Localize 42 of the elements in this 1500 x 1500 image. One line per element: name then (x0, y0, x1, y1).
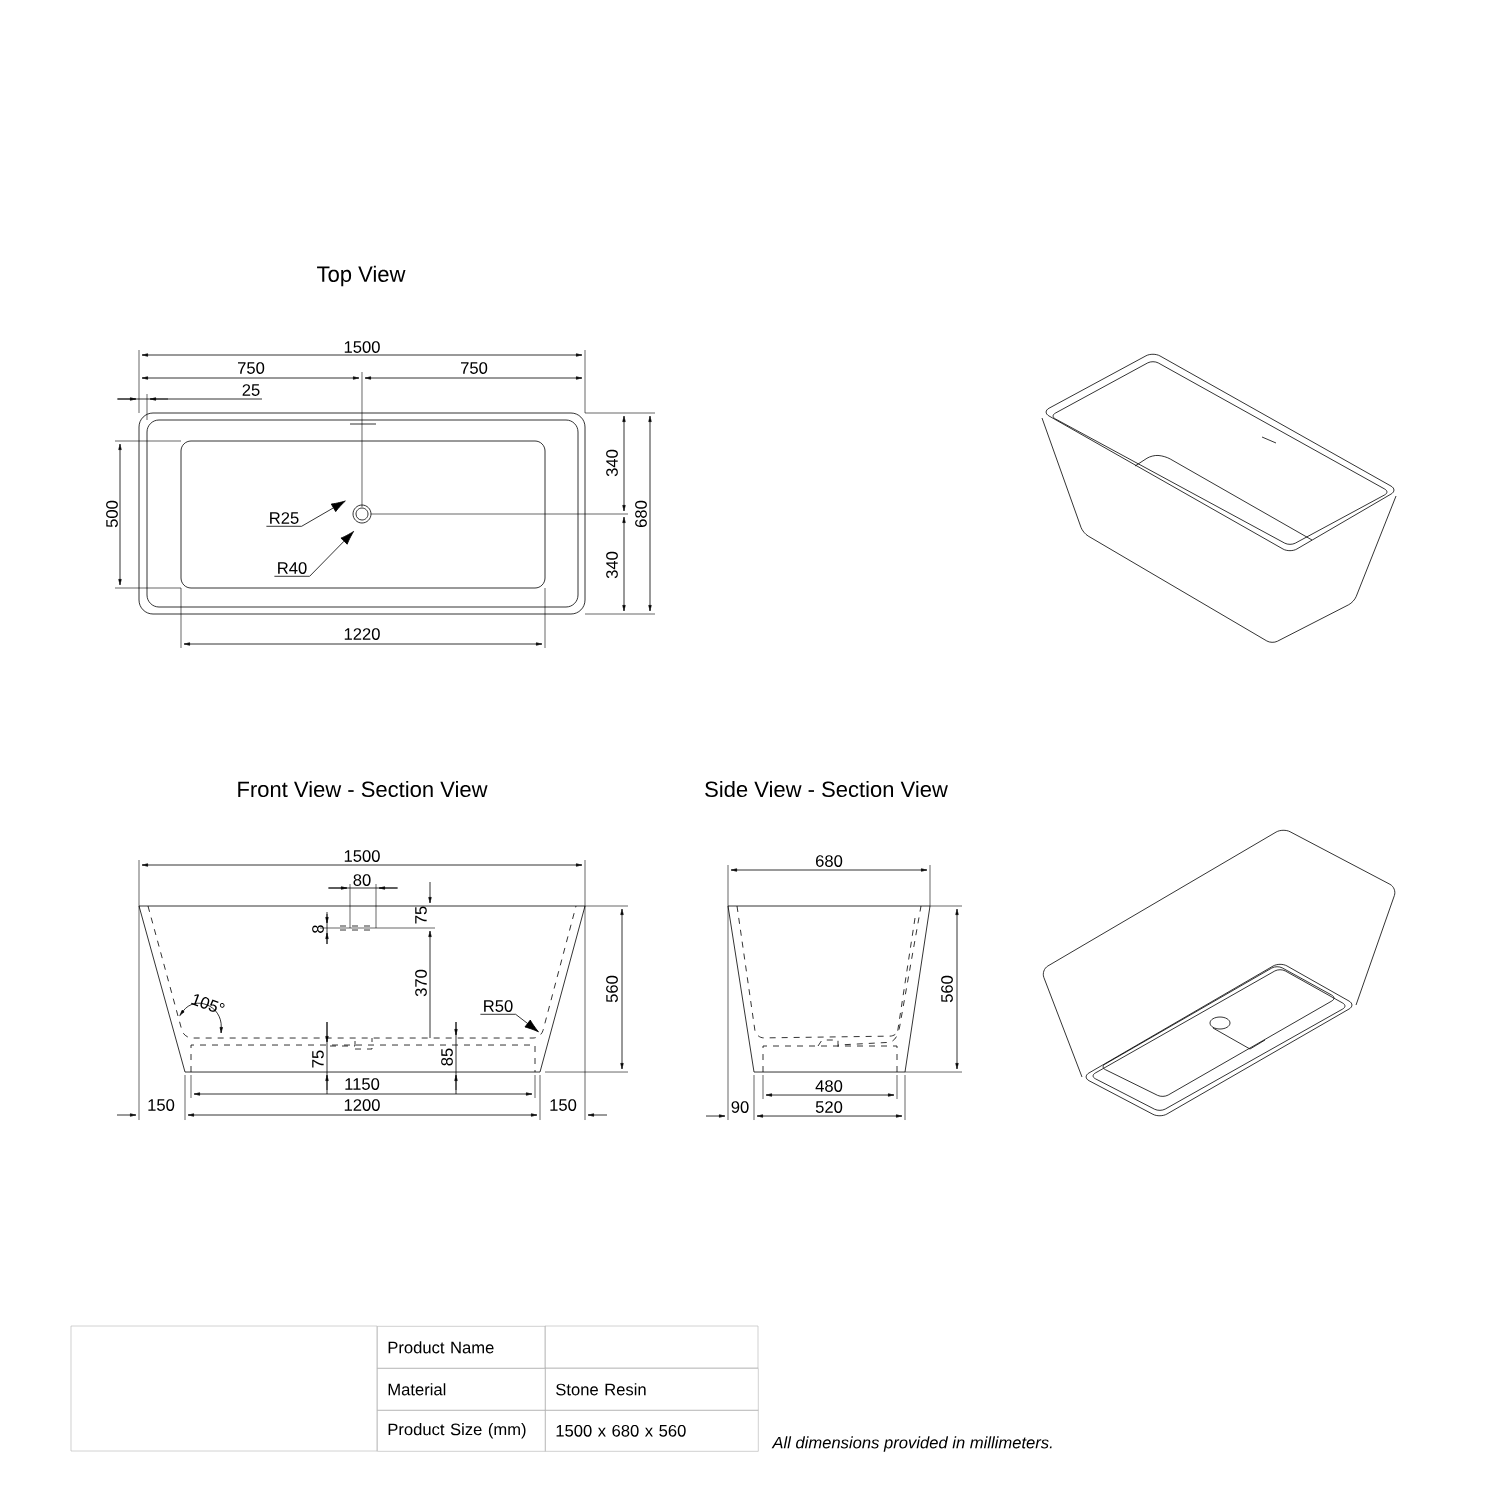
dimension-label: 1500 (344, 341, 380, 353)
table-cell: Stone Resin (545, 1368, 759, 1411)
radius-label: R40 (278, 562, 307, 574)
leader-line (274, 531, 355, 577)
dimension-label: 1200 (344, 1099, 380, 1111)
dimension-label: 25 (242, 384, 260, 396)
dimension-label: 520 (815, 1101, 843, 1113)
dimension-label: 1220 (344, 628, 380, 640)
view-title: Top View (317, 265, 406, 287)
dimension-label: 85 (441, 1048, 453, 1066)
dimension-label: 750 (461, 362, 488, 374)
dimension-label: 1150 (345, 1078, 380, 1090)
view-title: Side View - Section View (705, 780, 948, 798)
dimension-label: 560 (606, 975, 618, 1003)
leader-line (266, 500, 346, 527)
dimension-label: 750 (238, 362, 265, 374)
leader-line (480, 1013, 539, 1033)
dimension-label: 480 (815, 1080, 843, 1092)
dimension-label: 560 (941, 975, 953, 1003)
radius-label: R25 (270, 512, 299, 524)
dimension-label: 75 (312, 1050, 324, 1068)
dimension-label: 340 (606, 449, 618, 477)
angle-label: 105° (191, 994, 225, 1012)
view-title: Front View - Section View (238, 780, 488, 798)
table-cell: Product Name (377, 1326, 546, 1369)
dimension-label: 370 (415, 969, 427, 997)
dimension-label: 150 (148, 1099, 175, 1111)
dimension-label: 340 (606, 551, 618, 579)
table-cell: Product Size (mm) (377, 1410, 546, 1452)
dimension-label: 75 (415, 906, 427, 924)
dimension-label: 90 (731, 1101, 749, 1113)
dimension-label: 150 (550, 1099, 577, 1111)
dimension-label: 500 (106, 500, 118, 528)
radius-label: R50 (484, 1000, 513, 1012)
note-text: All dimensions provided in millimeters. (771, 1436, 1052, 1452)
dimension-label: 680 (816, 855, 843, 867)
dimension-label: 680 (635, 500, 647, 527)
dimension-label: 8 (312, 925, 324, 933)
table-cell: Material (377, 1368, 546, 1411)
table-cell: 1500 x 680 x 560 (545, 1410, 759, 1452)
dimension-label: 80 (353, 874, 371, 886)
dimension-label: 1500 (344, 850, 380, 862)
